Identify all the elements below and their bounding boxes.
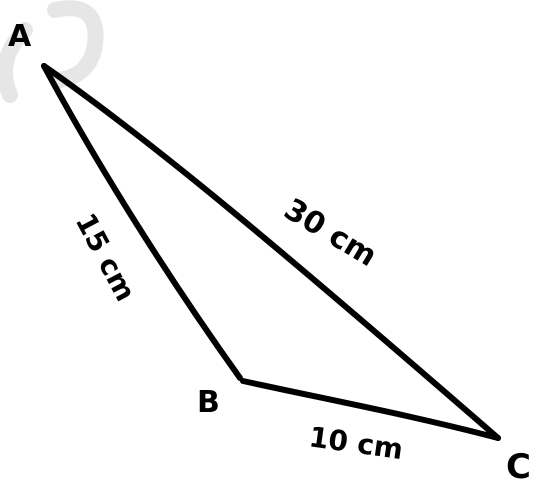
vertex-label-a: A xyxy=(8,19,32,54)
side-label-bc: 10 cm xyxy=(307,420,405,466)
side-ac xyxy=(41,63,501,441)
side-ab xyxy=(41,63,243,381)
side-bc xyxy=(240,378,501,441)
vertex-label-b: B xyxy=(197,385,220,420)
side-label-ab: 15 cm xyxy=(69,208,143,307)
vertex-label-c: C xyxy=(506,447,531,483)
watermark xyxy=(0,0,104,103)
